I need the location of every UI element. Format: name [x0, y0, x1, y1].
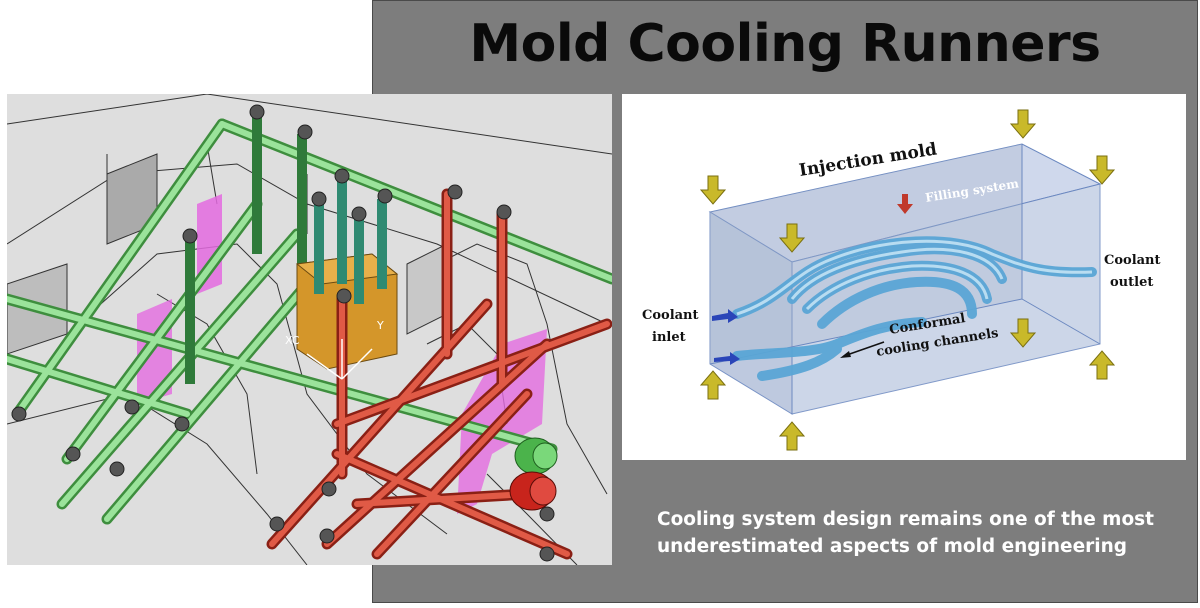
injection-mold-diagram: Injection mold Filling system Coolant in…	[622, 94, 1186, 460]
cad-cooling-runners-image: XC Y	[7, 94, 612, 565]
label-coolant-outlet-line2: outlet	[1110, 275, 1153, 290]
label-coolant-inlet-line2: inlet	[652, 330, 686, 345]
mold-diagram-illustration: Injection mold Filling system Coolant in…	[622, 94, 1186, 460]
cad-illustration: XC Y	[7, 94, 612, 565]
slide-caption: Cooling system design remains one of the…	[657, 509, 1155, 557]
label-coolant-inlet-line1: Coolant	[642, 308, 699, 323]
axis-label-xc: XC	[285, 334, 300, 347]
slide-title: Mold Cooling Runners	[469, 14, 1101, 74]
axis-label-yc: Y	[376, 319, 384, 332]
label-coolant-outlet-line1: Coolant	[1104, 253, 1161, 268]
